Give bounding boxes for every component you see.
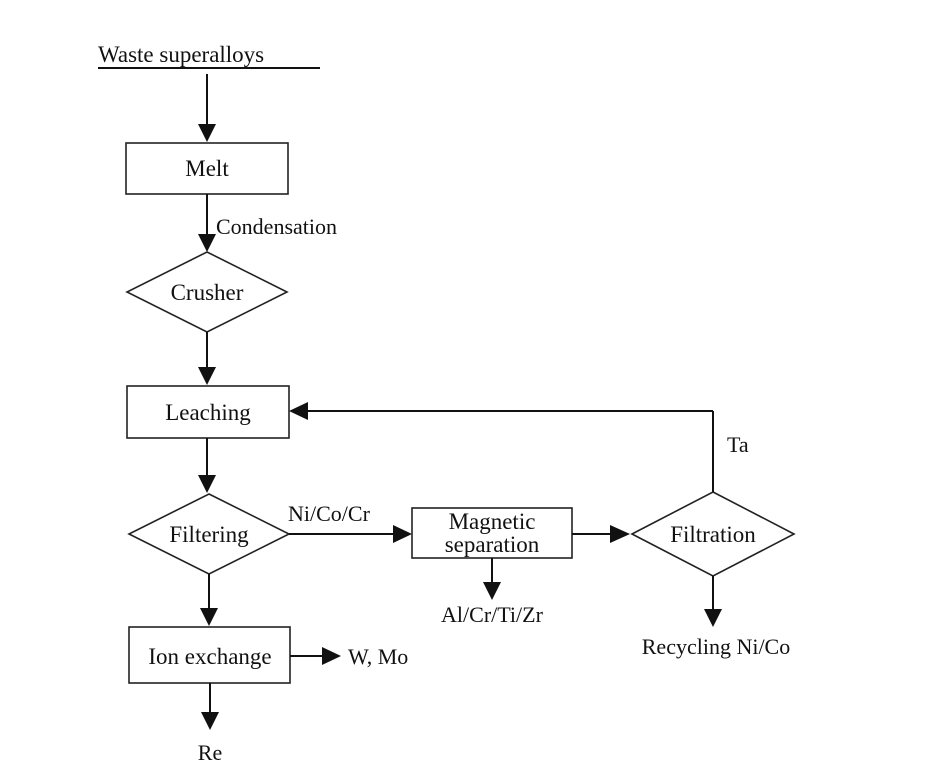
label-al-cr-ti-zr: Al/Cr/Ti/Zr (441, 602, 544, 627)
arrow-ion-to-re-head (201, 712, 219, 730)
node-magnetic-label-line2: separation (445, 532, 540, 557)
title-waste-superalloys: Waste superalloys (98, 42, 264, 67)
arrow-filtering-to-magnetic-head (393, 525, 412, 543)
node-filtering-label: Filtering (169, 522, 249, 547)
arrow-leaching-to-filtering-head (198, 475, 216, 493)
arrow-filtering-to-ion-head (200, 608, 218, 626)
node-crusher-label: Crusher (171, 280, 244, 305)
label-re: Re (198, 740, 222, 765)
arrow-ion-to-wmo-head (322, 647, 341, 665)
arrow-crusher-to-leaching-head (198, 367, 216, 385)
label-ta: Ta (727, 432, 749, 457)
feedback-ta-arrow-head (289, 402, 308, 420)
arrow-melt-to-crusher-head (198, 234, 216, 252)
node-ion-exchange-label: Ion exchange (148, 644, 271, 669)
arrow-magnetic-to-filtration-head (610, 525, 630, 543)
node-magnetic-separation-box (411, 507, 573, 559)
arrow-filtration-to-recycling-head (704, 609, 722, 627)
node-magnetic-label-line1: Magnetic (449, 509, 536, 534)
label-w-mo: W, Mo (348, 644, 408, 669)
node-filtration-label: Filtration (670, 522, 756, 547)
label-recycling-ni-co: Recycling Ni/Co (642, 634, 790, 659)
node-melt-label: Melt (185, 156, 229, 181)
arrow-magnetic-to-alcrtizr-head (483, 582, 501, 600)
node-melt-box (125, 142, 289, 195)
label-ni-co-cr: Ni/Co/Cr (288, 501, 371, 526)
label-condensation: Condensation (216, 214, 337, 239)
arrow-title-to-melt-head (198, 124, 216, 142)
node-leaching-box (126, 385, 290, 439)
node-leaching-label: Leaching (165, 400, 251, 425)
